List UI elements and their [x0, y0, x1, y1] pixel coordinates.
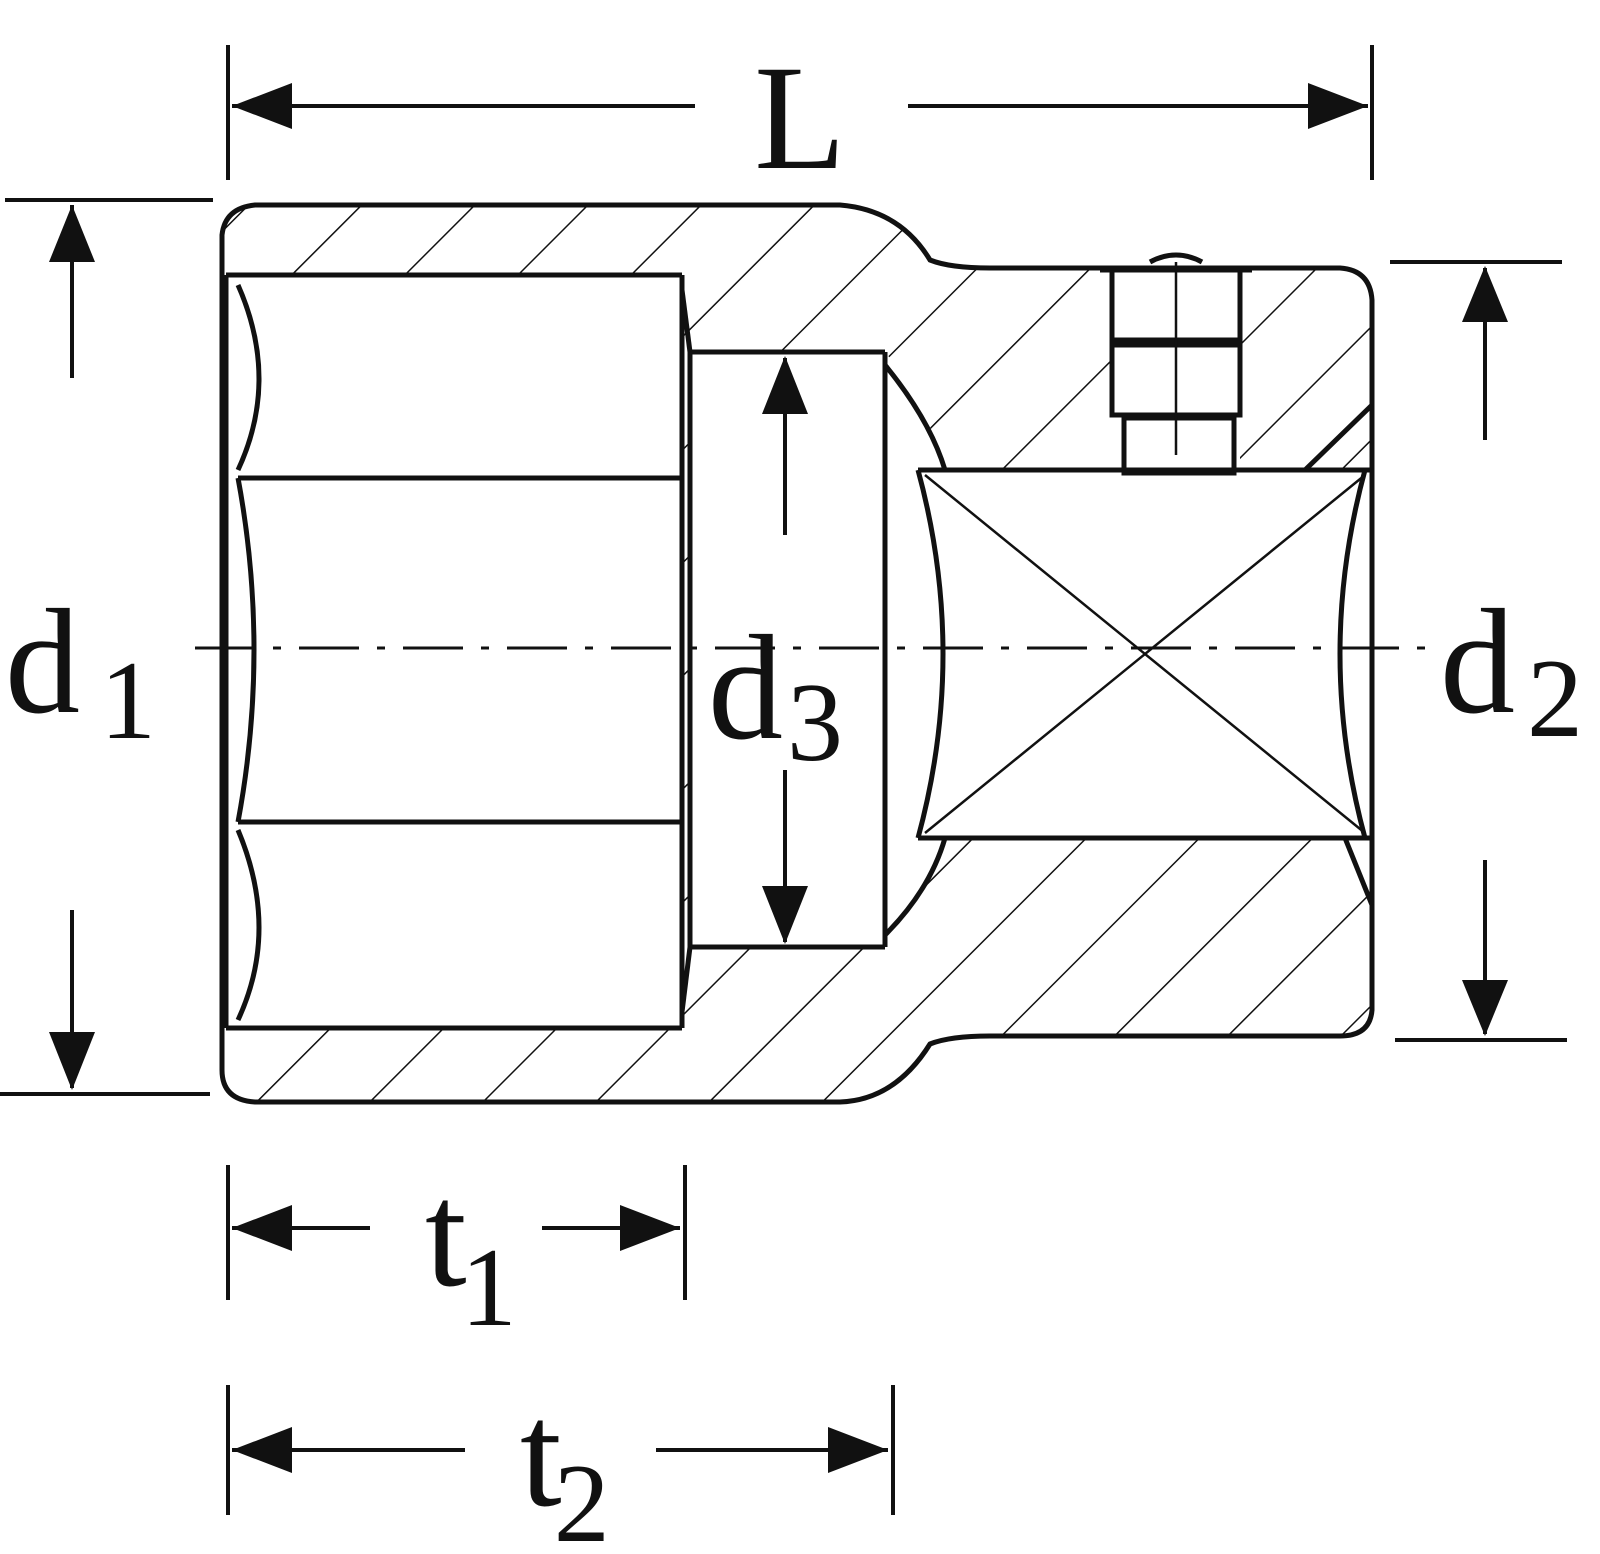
body-outline [219, 202, 1375, 1105]
label-t2-main: t [520, 1372, 562, 1538]
label-t2-sub: 2 [554, 1442, 610, 1554]
dimension-d2 [1390, 260, 1567, 1042]
label-d3: d3 [708, 605, 843, 785]
label-d3-main: d [708, 605, 783, 771]
label-d1-sub: 1 [100, 639, 156, 763]
dimension-t2 [226, 1385, 895, 1515]
label-t1: t1 [425, 1152, 517, 1350]
label-d2-sub: 2 [1527, 637, 1583, 761]
socket-body [195, 202, 1440, 1105]
hex-bore [223, 272, 685, 1031]
label-d2-main: d [1440, 579, 1515, 745]
label-t1-sub: 1 [461, 1226, 517, 1350]
dimension-t1 [226, 1165, 687, 1300]
square-drive [883, 363, 1375, 937]
label-t2: t2 [520, 1372, 610, 1554]
label-d3-sub: 3 [787, 661, 843, 785]
dimension-d3 [762, 356, 808, 944]
square-drive-cross [924, 474, 1366, 834]
dimension-d1 [0, 198, 213, 1096]
label-t1-main: t [425, 1152, 467, 1318]
ball-detent [1100, 252, 1252, 476]
dimension-L [226, 45, 1374, 180]
hex-bore-cavity [222, 275, 682, 1028]
label-L: L [754, 35, 846, 201]
label-d1-main: d [5, 579, 80, 745]
